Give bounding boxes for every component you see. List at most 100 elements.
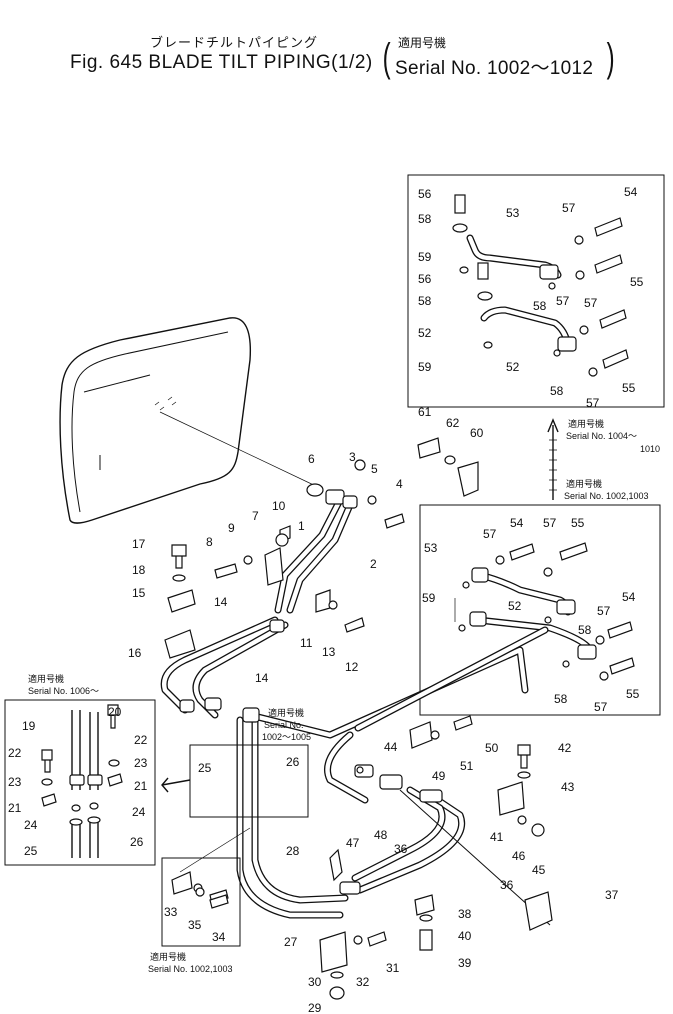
callout-58: 58 bbox=[418, 212, 432, 226]
callout-1: 1 bbox=[298, 519, 305, 533]
callout-57: 57 bbox=[584, 296, 598, 310]
callout-15: 15 bbox=[132, 586, 146, 600]
callout-59: 59 bbox=[418, 360, 432, 374]
callout-31: 31 bbox=[386, 961, 400, 975]
callout-30: 30 bbox=[308, 975, 322, 989]
callout-55: 55 bbox=[622, 381, 636, 395]
inset-box-middle-right bbox=[419, 504, 661, 716]
callout-28: 28 bbox=[286, 844, 300, 858]
callout-17: 17 bbox=[132, 537, 146, 551]
blade-outline bbox=[59, 317, 321, 524]
callout-57: 57 bbox=[543, 516, 557, 530]
callout-58: 58 bbox=[578, 623, 592, 637]
callout-8: 8 bbox=[206, 535, 213, 549]
note-bottom-serial: Serial No. 1002,1003 bbox=[148, 964, 233, 974]
callout-54: 54 bbox=[510, 516, 524, 530]
callout-59: 59 bbox=[418, 250, 432, 264]
callout-52: 52 bbox=[508, 599, 522, 613]
inset-box-bottom bbox=[161, 857, 241, 947]
callout-35: 35 bbox=[188, 918, 202, 932]
serial-arrow bbox=[547, 418, 559, 500]
note-left-jp: 適用号機 bbox=[28, 673, 64, 684]
callout-23: 23 bbox=[8, 775, 22, 789]
callout-42: 42 bbox=[558, 741, 572, 755]
callout-23: 23 bbox=[134, 756, 148, 770]
callout-14: 14 bbox=[214, 595, 228, 609]
note-mid-right-serial: Serial No. 1002,1003 bbox=[564, 491, 649, 501]
callout-18: 18 bbox=[132, 563, 146, 577]
note-center-serial-range: 1002～1005 bbox=[262, 732, 311, 742]
callout-22: 22 bbox=[134, 733, 148, 747]
note-top-right-serial-end: 1010 bbox=[640, 444, 660, 454]
serial-applicable-japanese: 適用号機 bbox=[398, 36, 447, 50]
figure-title: Fig. 645 BLADE TILT PIPING(1/2) bbox=[70, 52, 373, 73]
callout-7: 7 bbox=[252, 509, 259, 523]
callout-52: 52 bbox=[506, 360, 520, 374]
note-left-serial: Serial No. 1006～ bbox=[28, 686, 99, 696]
callout-27: 27 bbox=[284, 935, 298, 949]
callout-54: 54 bbox=[622, 590, 636, 604]
inset-box-left bbox=[4, 699, 191, 866]
callout-62: 62 bbox=[446, 416, 460, 430]
callout-53: 53 bbox=[424, 541, 438, 555]
callout-46: 46 bbox=[512, 849, 526, 863]
callout-22: 22 bbox=[8, 746, 22, 760]
callout-44: 44 bbox=[384, 740, 398, 754]
callout-13: 13 bbox=[322, 645, 336, 659]
callout-54: 54 bbox=[624, 185, 638, 199]
callout-14: 14 bbox=[255, 671, 269, 685]
bracket-assembly-60 bbox=[417, 437, 479, 497]
callout-9: 9 bbox=[228, 521, 235, 535]
callout-43: 43 bbox=[561, 780, 575, 794]
note-bottom-jp: 適用号機 bbox=[150, 951, 186, 962]
callout-57: 57 bbox=[594, 700, 608, 714]
callout-56: 56 bbox=[418, 272, 432, 286]
callout-6: 6 bbox=[308, 452, 315, 466]
callout-10: 10 bbox=[272, 499, 286, 513]
callout-21: 21 bbox=[8, 801, 22, 815]
serial-bracket-close: ) bbox=[606, 36, 615, 80]
callout-59: 59 bbox=[422, 591, 436, 605]
callout-57: 57 bbox=[556, 294, 570, 308]
callout-61: 61 bbox=[418, 405, 432, 419]
callout-55: 55 bbox=[626, 687, 640, 701]
callout-29: 29 bbox=[308, 1001, 322, 1014]
inset-box-top-right bbox=[407, 174, 665, 408]
note-top-right-jp: 適用号機 bbox=[568, 418, 604, 429]
callout-50: 50 bbox=[485, 741, 499, 755]
callout-47: 47 bbox=[346, 836, 360, 850]
note-center-jp: 適用号機 bbox=[268, 707, 304, 718]
callout-58: 58 bbox=[418, 294, 432, 308]
callout-45: 45 bbox=[532, 863, 546, 877]
callout-57: 57 bbox=[597, 604, 611, 618]
callout-3: 3 bbox=[349, 450, 356, 464]
callout-38: 38 bbox=[458, 907, 472, 921]
callout-36: 36 bbox=[394, 842, 408, 856]
serial-bracket-open: ( bbox=[382, 36, 391, 80]
callout-39: 39 bbox=[458, 956, 472, 970]
note-center-serial: Serial No. bbox=[264, 720, 304, 730]
callout-26: 26 bbox=[130, 835, 144, 849]
callout-25: 25 bbox=[198, 761, 212, 775]
callout-53: 53 bbox=[506, 206, 520, 220]
callout-58: 58 bbox=[550, 384, 564, 398]
callout-41: 41 bbox=[490, 830, 504, 844]
callout-4: 4 bbox=[396, 477, 403, 491]
callout-36: 36 bbox=[500, 878, 514, 892]
callout-20: 20 bbox=[108, 705, 122, 719]
callout-40: 40 bbox=[458, 929, 472, 943]
figure-title-japanese: ブレードチルトパイピング bbox=[150, 35, 319, 50]
callout-57: 57 bbox=[586, 396, 600, 410]
callout-56: 56 bbox=[418, 187, 432, 201]
callout-49: 49 bbox=[432, 769, 446, 783]
callout-25: 25 bbox=[24, 844, 38, 858]
callout-48: 48 bbox=[374, 828, 388, 842]
callout-58: 58 bbox=[554, 692, 568, 706]
callout-11: 11 bbox=[300, 636, 313, 650]
callout-51: 51 bbox=[460, 759, 474, 773]
callout-58: 58 bbox=[533, 299, 547, 313]
callout-60: 60 bbox=[470, 426, 484, 440]
callout-12: 12 bbox=[345, 660, 359, 674]
